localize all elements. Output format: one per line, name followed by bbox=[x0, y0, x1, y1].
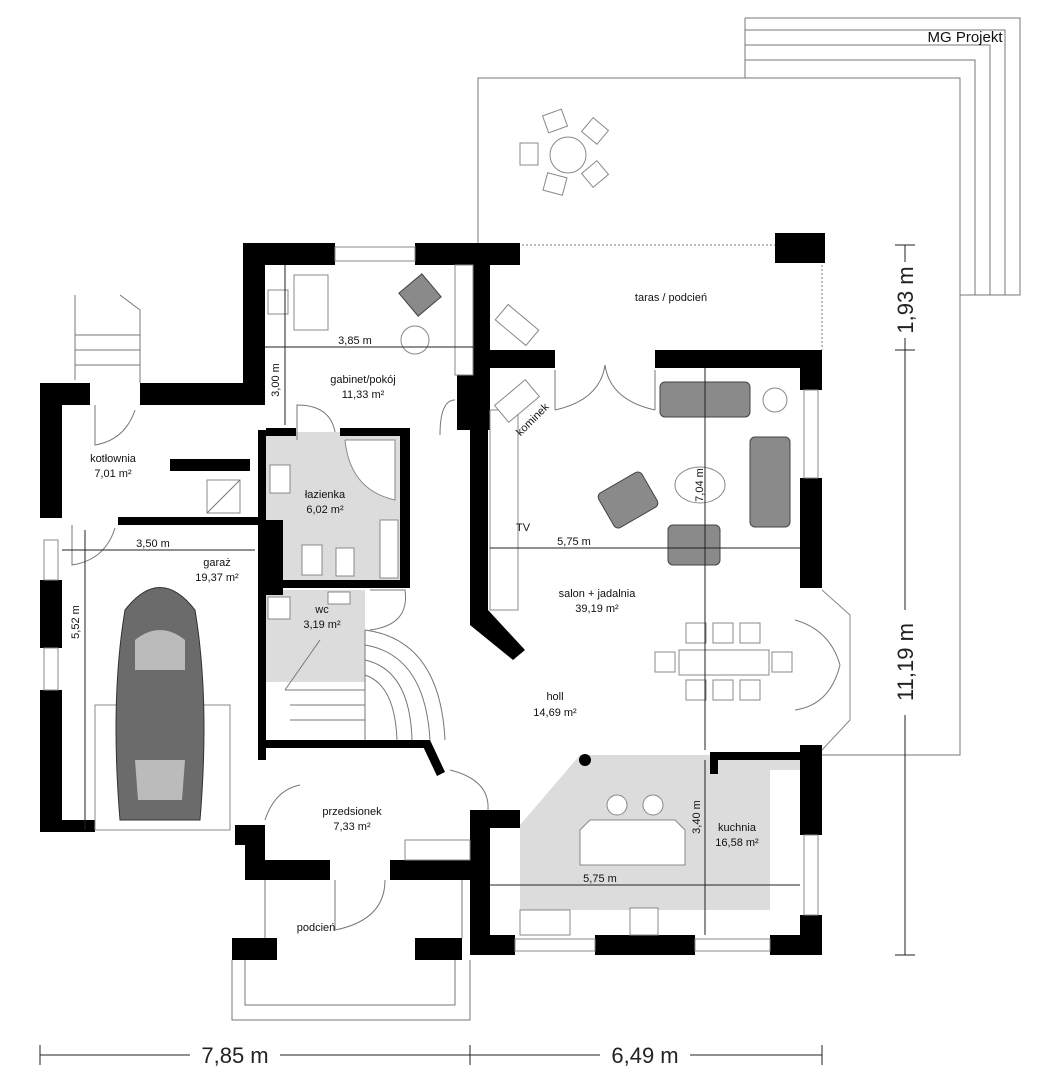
room-name-przedsionek: przedsionek bbox=[322, 806, 382, 818]
dim-gabinet-h: 3,00 m bbox=[270, 363, 282, 397]
dimension-lines bbox=[39, 244, 915, 1065]
room-name-kuchnia: kuchnia bbox=[718, 822, 757, 834]
logo: MG Projekt bbox=[927, 29, 1003, 46]
dim-gabinet-w: 3,85 m bbox=[338, 335, 372, 347]
room-name-holl: holl bbox=[546, 691, 563, 703]
room-area-salon: 39,19 m² bbox=[575, 603, 619, 615]
room-area-przedsionek: 7,33 m² bbox=[333, 821, 371, 833]
room-name-podcien: podcień bbox=[297, 922, 336, 934]
dim-garaz-h: 5,52 m bbox=[70, 605, 82, 639]
room-area-gabinet: 11,33 m² bbox=[342, 389, 385, 401]
room-area-wc: 3,19 m² bbox=[303, 619, 341, 631]
room-name-lazienka: łazienka bbox=[305, 489, 346, 501]
windows bbox=[43, 246, 851, 952]
room-name-wc: wc bbox=[314, 604, 329, 616]
dim-salon-h: 7,04 m bbox=[694, 468, 706, 502]
dim-salon-w: 5,75 m bbox=[557, 536, 591, 548]
room-name-salon: salon + jadalnia bbox=[559, 588, 637, 600]
dim-side-top: 1,93 m bbox=[893, 266, 918, 333]
label-tv: TV bbox=[516, 522, 531, 534]
dim-kuchnia-h: 3,40 m bbox=[691, 800, 703, 834]
furniture bbox=[94, 273, 793, 936]
staircase bbox=[284, 629, 446, 741]
doors bbox=[71, 364, 841, 931]
dim-side-main: 11,19 m bbox=[893, 623, 918, 701]
dim-garaz-w: 3,50 m bbox=[136, 538, 170, 550]
dim-kuchnia-w: 5,75 m bbox=[583, 873, 617, 885]
room-name-gabinet: gabinet/pokój bbox=[330, 374, 395, 386]
dim-total-right: 6,49 m bbox=[611, 1043, 678, 1068]
dim-total-left: 7,85 m bbox=[201, 1043, 268, 1068]
room-area-kotlownia: 7,01 m² bbox=[94, 468, 132, 480]
room-name-garaz: garaż bbox=[203, 557, 231, 569]
room-area-kuchnia: 16,58 m² bbox=[715, 837, 759, 849]
room-area-garaz: 19,37 m² bbox=[195, 572, 239, 584]
room-area-holl: 14,69 m² bbox=[533, 707, 577, 719]
room-name-kotlownia: kotłownia bbox=[90, 453, 137, 465]
room-area-lazienka: 6,02 m² bbox=[306, 504, 344, 516]
porch bbox=[231, 880, 471, 1021]
outside-stairs bbox=[74, 294, 141, 383]
room-name-taras: taras / podcień bbox=[635, 292, 707, 304]
terrace-outline bbox=[477, 17, 1021, 756]
garden-table bbox=[519, 108, 610, 196]
walls bbox=[40, 233, 825, 960]
